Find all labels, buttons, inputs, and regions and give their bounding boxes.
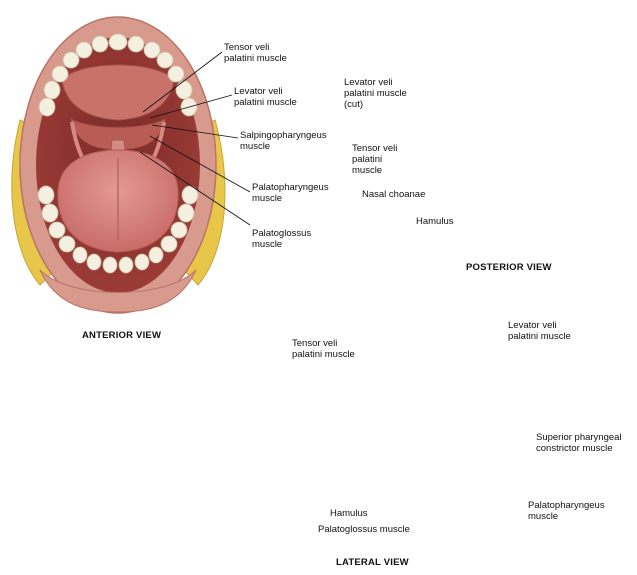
lateral-label-superior-constrictor: Superior pharyngeal constrictor muscle: [536, 432, 622, 454]
posterior-label-nasal-choanae: Nasal choanae: [362, 189, 426, 200]
hard-palate: [61, 64, 175, 121]
lateral-label-levator: Levator veli palatini muscle: [508, 320, 571, 342]
posterior-label-hamulus: Hamulus: [416, 216, 454, 227]
anterior-view-caption: ANTERIOR VIEW: [82, 330, 162, 341]
lateral-label-hamulus: Hamulus: [330, 508, 368, 519]
lateral-label-palatoglossus: Palatoglossus muscle: [318, 524, 410, 535]
posterior-label-levator-cut: Levator veli palatini muscle (cut): [344, 77, 407, 110]
anterior-label-palatoglossus: Palatoglossus muscle: [252, 228, 312, 250]
anterior-label-levator: Levator veli palatini muscle: [234, 86, 297, 108]
upper-teeth: [38, 33, 198, 117]
anterior-label-tensor: Tensor veli palatini muscle: [224, 42, 287, 64]
posterior-label-tensor: Tensor veli palatini muscle: [352, 143, 398, 176]
anterior-label-salpingopharyngeus: Salpingopharyngeus muscle: [240, 130, 327, 152]
lateral-label-palatopharyngeus: Palatopharyngeus muscle: [528, 500, 605, 522]
anterior-leader-lines: [139, 51, 251, 226]
posterior-view-caption: POSTERIOR VIEW: [466, 262, 552, 273]
lateral-label-tensor: Tensor veli palatini muscle: [292, 338, 355, 360]
lower-lip: [39, 269, 197, 313]
soft-palate: [69, 116, 167, 151]
anterior-label-palatopharyngeus: Palatopharyngeus muscle: [252, 182, 329, 204]
anterior-view: [11, 16, 226, 314]
lateral-view-caption: LATERAL VIEW: [336, 557, 409, 568]
lower-teeth: [37, 185, 199, 274]
